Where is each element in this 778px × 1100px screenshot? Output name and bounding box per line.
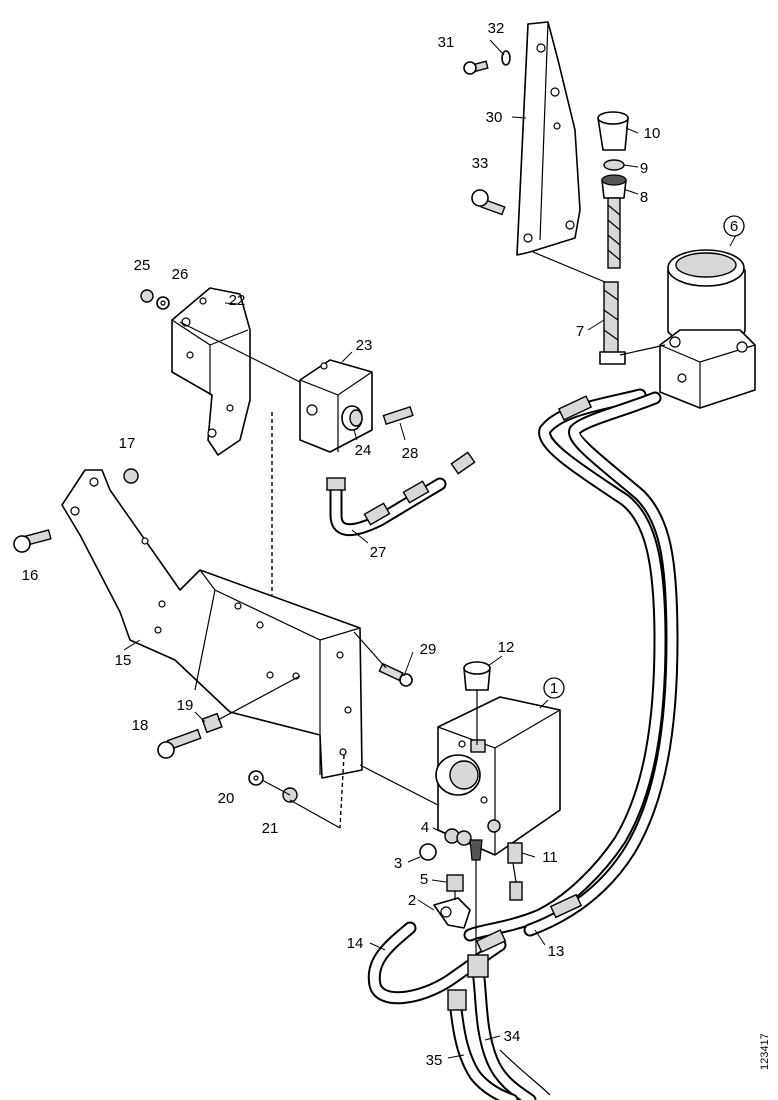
callout-12: 12 [498, 639, 515, 656]
frame-bracket-15 [61, 469, 363, 779]
spacer-19 [201, 712, 223, 734]
callout-21: 21 [262, 820, 279, 837]
callout-4: 4 [421, 819, 429, 836]
fitting-3 [419, 843, 437, 861]
callout-24: 24 [355, 442, 372, 459]
callout-6: 6 [730, 218, 738, 235]
callout-22: 22 [229, 292, 246, 309]
callout-circle [723, 215, 745, 237]
bolt-18 [157, 728, 202, 759]
bolt-33 [471, 189, 506, 216]
filter-cap-10 [597, 111, 629, 151]
hose-fitting [467, 954, 489, 978]
nut-17 [123, 468, 139, 484]
bolt-16 [13, 529, 52, 553]
callout-34: 34 [504, 1028, 521, 1045]
callout-3: 3 [394, 855, 402, 872]
hose-sleeve [557, 395, 593, 421]
washer-26 [156, 296, 170, 310]
callout-11: 11 [542, 849, 558, 866]
seal-9 [603, 159, 625, 171]
callout-14: 14 [347, 935, 364, 952]
callout-27: 27 [370, 544, 387, 561]
callout-28: 28 [402, 445, 419, 462]
leader-lines [123, 39, 741, 1059]
callout-32: 32 [488, 20, 505, 37]
callout-7: 7 [576, 323, 584, 340]
callout-15: 15 [115, 652, 132, 669]
tube-27 [326, 451, 476, 537]
nut-8 [601, 174, 627, 199]
callout-9: 9 [640, 160, 648, 177]
figure-reference-code: 123417 [759, 1033, 771, 1070]
callout-1: 1 [550, 680, 558, 697]
fitting-5 [446, 874, 464, 892]
plug-24 [341, 405, 363, 431]
callout-13: 13 [548, 943, 565, 960]
bracket-30 [516, 21, 581, 256]
callout-35: 35 [426, 1052, 443, 1069]
callout-29: 29 [420, 641, 437, 658]
hose-fitting [447, 989, 467, 1011]
breather-12 [463, 661, 491, 745]
callout-10: 10 [644, 125, 661, 142]
hose-sleeve [549, 893, 583, 919]
hose-tail [499, 1049, 551, 1096]
pump-unit-1 [435, 696, 561, 856]
clip-28 [382, 405, 414, 425]
callout-16: 16 [22, 567, 39, 584]
callout-31: 31 [438, 34, 455, 51]
bolt-31 [463, 60, 489, 75]
alignment-lines [179, 251, 666, 955]
callout-26: 26 [172, 266, 189, 283]
nut-25 [140, 289, 154, 303]
hose-35 [448, 993, 519, 1100]
callout-18: 18 [132, 717, 149, 734]
callout-17: 17 [119, 435, 136, 452]
washer-32 [501, 50, 511, 66]
pump-motor-6 [659, 249, 756, 409]
callout-33: 33 [472, 155, 489, 172]
callouts: 1 2 3 4 5 6 7 8 9 10 11 12 13 14 15 16 1… [22, 20, 745, 1069]
hose-sleeve [475, 929, 507, 953]
callout-25: 25 [134, 257, 151, 274]
callout-circle [543, 677, 565, 699]
hose-13-inner [523, 391, 679, 937]
callout-2: 2 [408, 892, 416, 909]
callout-20: 20 [218, 790, 235, 807]
callout-19: 19 [177, 697, 194, 714]
bracket-22 [171, 287, 251, 456]
callout-30: 30 [486, 109, 503, 126]
callout-5: 5 [420, 871, 428, 888]
hose-34 [471, 963, 537, 1100]
washer-20 [248, 770, 264, 786]
hose-fitting [509, 881, 523, 901]
fitting-4 [444, 828, 472, 846]
valve-block-23 [299, 359, 373, 453]
fill-tube-7 [599, 197, 626, 365]
callout-23: 23 [356, 337, 373, 354]
elbow-2 [433, 897, 471, 929]
pump-port [469, 839, 483, 861]
callout-8: 8 [640, 189, 648, 206]
fitting-11 [507, 842, 523, 864]
